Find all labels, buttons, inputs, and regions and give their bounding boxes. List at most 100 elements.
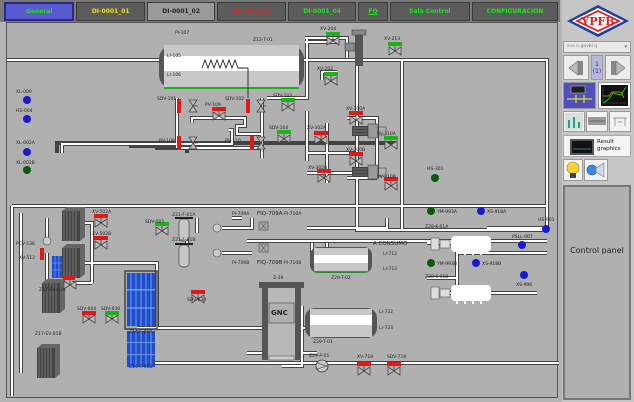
valve-xv-204[interactable] xyxy=(326,32,340,46)
valve-xv-213[interactable] xyxy=(388,42,402,56)
valve-xv-502a[interactable] xyxy=(94,214,108,228)
label-xv-300a: XV-300A xyxy=(346,106,366,112)
label-li-106: LI-106 xyxy=(167,72,181,78)
indicator-xl-002a[interactable] xyxy=(23,148,31,156)
diagram-view-button[interactable] xyxy=(609,111,631,132)
vessel-z29-t-01[interactable] xyxy=(305,308,377,338)
label-fiq-709a: FIQ-709A xyxy=(257,211,283,217)
valve-pv-310b[interactable] xyxy=(384,177,398,191)
tab-di-0001-02[interactable]: DI-0001_02 xyxy=(146,2,216,21)
arrow-right-icon xyxy=(611,59,626,76)
tab-di-0001-03[interactable]: DI-0001_03 xyxy=(217,2,286,21)
z17-ev-01a xyxy=(52,256,62,278)
indicator-xs-918b[interactable] xyxy=(472,259,480,267)
label-xs-918b: XS-918B xyxy=(482,261,501,267)
page-indicator: 1 (1) xyxy=(591,55,603,80)
label-li-713: LI-713 xyxy=(383,266,397,272)
valve-sdv-101[interactable] xyxy=(177,99,199,113)
tab-general[interactable]: General xyxy=(4,2,75,21)
label-z21-f-01a: Z21-F-01A xyxy=(172,212,196,218)
label-pv-109: PV-109 xyxy=(205,102,221,108)
valve-pv-110[interactable] xyxy=(250,136,267,150)
label-z12-t-01: Z12-T-01 xyxy=(253,37,273,43)
tab-fq[interactable]: FQ xyxy=(358,2,388,21)
indicator-ym-993a[interactable] xyxy=(427,207,435,215)
tab-sala-control[interactable]: Sala Control xyxy=(389,2,470,21)
valve-xv-512[interactable] xyxy=(40,248,44,260)
indicator-xs-906[interactable] xyxy=(520,271,528,279)
tab-configuracion[interactable]: CONFIGURACION xyxy=(471,2,558,21)
previous-page-button[interactable] xyxy=(563,55,589,80)
label-fiq-709b: FIQ-709B xyxy=(257,260,283,266)
indicator-hs-901[interactable] xyxy=(542,225,550,233)
view-select-dropdown[interactable]: sva n govbl q ▾ xyxy=(563,41,631,53)
heat-exchanger-b xyxy=(61,243,86,279)
next-page-button[interactable] xyxy=(605,55,631,80)
control-panel-label: Control panel xyxy=(570,245,624,255)
valve-sdv-104[interactable] xyxy=(277,130,291,144)
label-z29-p-01: Z29-P-01 xyxy=(309,353,330,359)
label-sdv-104: SDV-104 xyxy=(269,125,288,131)
valve-pv-109[interactable] xyxy=(212,107,226,121)
valve-sdv-630[interactable] xyxy=(105,311,119,324)
tab-label: DI-0001_02 xyxy=(162,8,201,15)
vessel-z12-t-01[interactable] xyxy=(159,45,304,98)
valve-sdv-103[interactable] xyxy=(281,98,295,112)
panel-view-button[interactable] xyxy=(586,111,608,132)
valve-xv-302a[interactable] xyxy=(314,131,328,145)
chevron-down-icon: ▾ xyxy=(624,44,627,50)
valve-pv-108[interactable] xyxy=(177,136,199,150)
indicator-ym-993b[interactable] xyxy=(427,259,435,267)
indicator-xs-918a[interactable] xyxy=(477,207,485,215)
bar-view-button[interactable] xyxy=(563,111,585,132)
process-view-button[interactable] xyxy=(563,82,596,109)
valve-xv-202[interactable] xyxy=(324,72,338,86)
indicator-psll-907[interactable] xyxy=(518,241,526,249)
ypfb-logo: YPFB xyxy=(567,5,629,37)
alarm-light-button[interactable] xyxy=(563,159,583,181)
label-pi-709a: PI-709A xyxy=(232,211,250,217)
valve-xv-302b[interactable] xyxy=(317,169,331,183)
label-sdv-102: SDV-102 xyxy=(225,96,244,102)
flowmeter-fiq-709a[interactable] xyxy=(258,221,269,231)
valve-sdv-719[interactable] xyxy=(387,362,401,376)
tab-label: DI-0001_04 xyxy=(303,8,341,15)
valve-xv-718[interactable] xyxy=(357,362,371,376)
indicator-hs-301[interactable] xyxy=(431,174,439,182)
tab-di-0001-04[interactable]: DI-0001_04 xyxy=(287,2,357,21)
flowmeter-fiq-709b[interactable] xyxy=(258,243,269,253)
label-z17-ev-01b: Z17-EV-01B xyxy=(35,331,62,337)
gnc-storage-z-39[interactable] xyxy=(259,282,304,361)
indicator-xl-002b[interactable] xyxy=(23,166,31,174)
label-sdv-101: SDV-101 xyxy=(157,96,176,102)
tab-di-0001-01[interactable]: DI-0001_01 xyxy=(76,2,145,21)
valve-sdv-102[interactable] xyxy=(246,99,267,113)
trend-view-button[interactable] xyxy=(598,82,631,109)
valve-z17-outlet[interactable] xyxy=(63,276,77,290)
dropdown-value: sva n govbl q xyxy=(567,44,598,49)
heat-exchanger-z17-ev-01b xyxy=(41,278,66,314)
valve-sdv-604[interactable] xyxy=(82,311,96,324)
valve-sdv-634[interactable] xyxy=(191,290,205,304)
vessel-z29-t-02[interactable] xyxy=(310,247,372,273)
valve-pv-310a[interactable] xyxy=(384,136,398,150)
label-xv-213: XV-213 xyxy=(384,36,400,42)
pump-z29-p-01[interactable] xyxy=(315,359,329,373)
label-li-723: LI-723 xyxy=(379,325,393,331)
label-xv-512: XV-512 xyxy=(19,255,35,261)
valve-xv-300b[interactable] xyxy=(349,152,363,166)
valve-sdv-505[interactable] xyxy=(155,222,169,236)
tab-label: DI-0001_03 xyxy=(232,8,271,15)
arrow-left-icon xyxy=(568,59,583,76)
indicator-hs-004[interactable] xyxy=(23,115,31,123)
valve-xv-502b[interactable] xyxy=(94,236,108,250)
label-pv-110: PV-110 xyxy=(225,138,241,144)
valve-pcv-536[interactable] xyxy=(42,236,52,246)
storage-z14-f-01b xyxy=(126,330,156,368)
valve-xv-300a[interactable] xyxy=(349,111,363,125)
horn-button[interactable] xyxy=(584,159,608,181)
label-sdv-634: SDV-634 xyxy=(187,297,206,303)
indicator-xl-000[interactable] xyxy=(23,96,31,104)
label-z28-k-01a: Z28-K-01A xyxy=(425,224,449,230)
